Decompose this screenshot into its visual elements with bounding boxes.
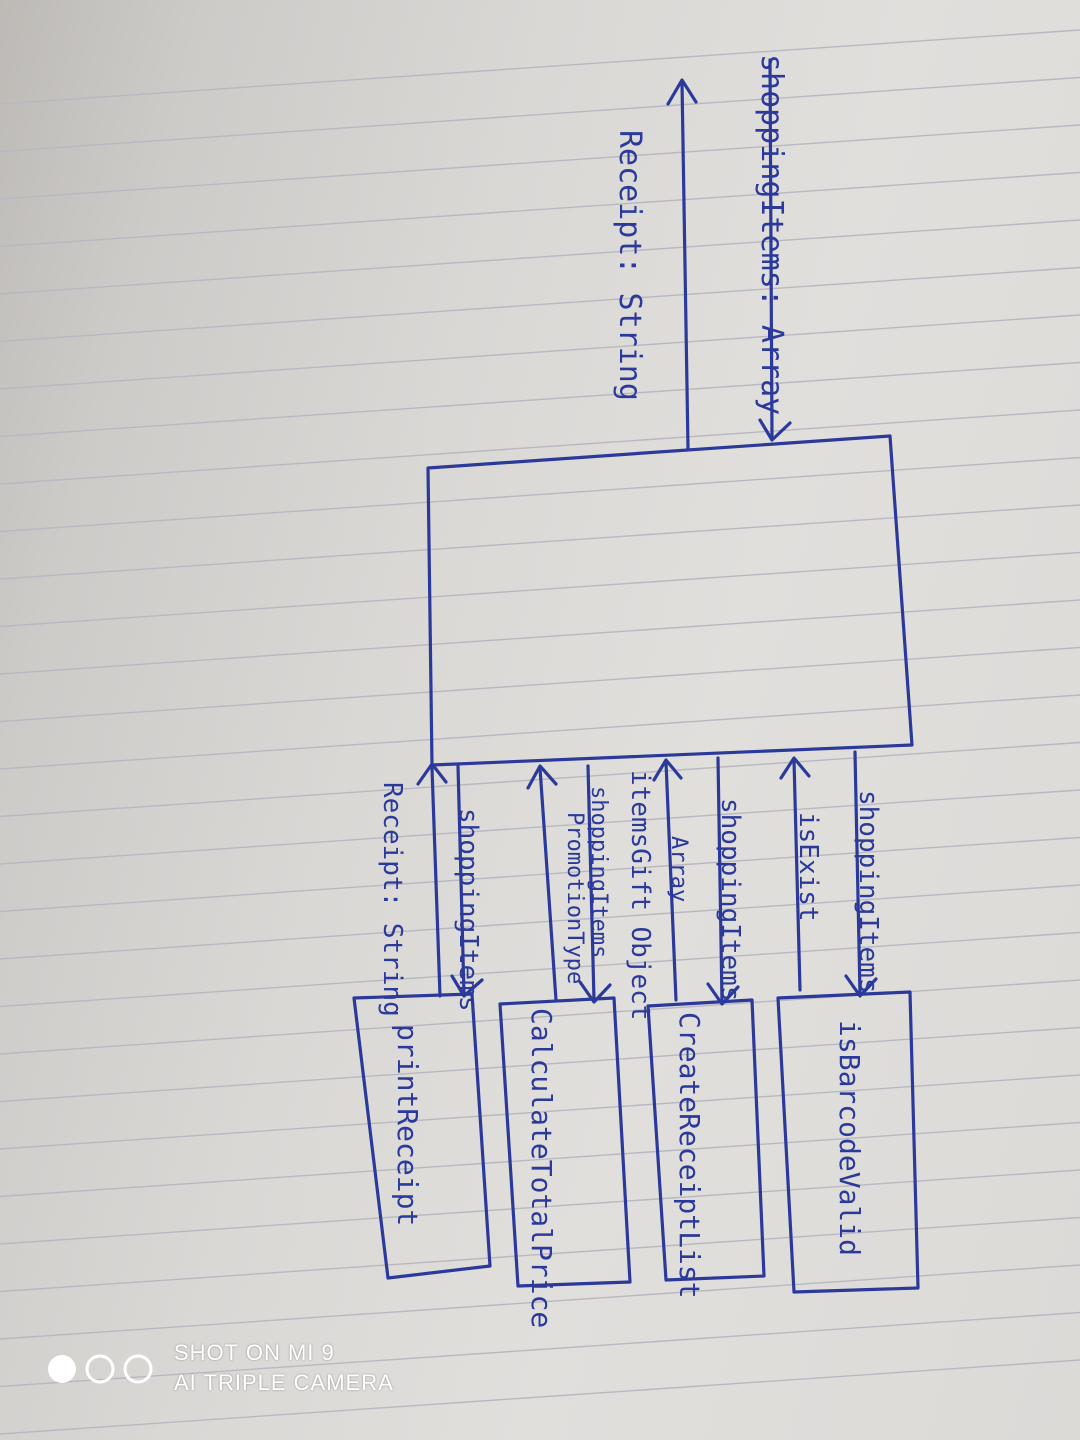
function-1-in-label: shoppingItems — [853, 790, 883, 994]
main-box — [426, 434, 914, 767]
ruled-line — [0, 789, 1080, 865]
input-arrow — [758, 58, 792, 442]
output-arrow — [666, 78, 698, 450]
function-2-in-label: shoppingItems — [715, 798, 745, 1002]
ruled-line — [0, 1216, 1080, 1293]
ruled-line — [0, 1169, 1080, 1245]
watermark-line-2: AI TRIPLE CAMERA — [174, 1370, 394, 1395]
ruled-line — [0, 314, 1080, 390]
ruled-line — [0, 884, 1080, 960]
function-4-in-label: shoppingItems — [453, 808, 483, 1012]
ruled-line — [0, 29, 1080, 105]
function-2-out-label: itemsGift Object — [625, 770, 655, 1020]
watermark-line-1: SHOT ON MI 9 — [174, 1340, 335, 1365]
ruled-line — [0, 1359, 1080, 1435]
ruled-line — [0, 1121, 1080, 1198]
ruled-line — [0, 599, 1080, 675]
ruled-line — [0, 409, 1080, 485]
ruled-line — [0, 76, 1080, 153]
function-2-name: CreateReceiptList — [673, 1012, 706, 1299]
output-label: Receipt: String — [612, 130, 647, 401]
ruled-line — [0, 1074, 1080, 1150]
ruled-line — [0, 361, 1080, 438]
function-2-extra-label: Array — [666, 836, 691, 902]
function-box-calculate-total-price — [498, 764, 632, 1288]
ruled-line — [0, 694, 1080, 770]
camera-dots-icon — [48, 1354, 153, 1384]
function-box-is-barcode-valid — [776, 750, 920, 1294]
function-3-in-label-2: PromotionType — [562, 812, 587, 984]
function-4-out-label: Receipt: String — [377, 782, 407, 1017]
function-1-out-label: isExist — [793, 812, 823, 922]
function-3-name: CalculateTotalPrice — [525, 1008, 558, 1328]
function-3-in-label: shoppingItems — [586, 786, 611, 958]
ruled-line — [0, 266, 1080, 343]
ruled-line — [0, 646, 1080, 723]
function-4-name: printReceipt — [391, 1024, 424, 1226]
ruled-line — [0, 124, 1080, 200]
function-box-create-receipt-list — [646, 756, 766, 1282]
ruled-line — [0, 1264, 1080, 1340]
ruled-line — [0, 1311, 1080, 1388]
ruled-line — [0, 171, 1080, 248]
function-1-name: isBarcodeValid — [833, 1020, 866, 1256]
function-box-print-receipt — [352, 762, 492, 1280]
input-label: shoppingItems: Array — [754, 54, 789, 415]
ruled-line — [0, 219, 1080, 295]
ruled-line — [0, 456, 1080, 533]
ruled-line — [0, 504, 1080, 580]
ruled-line — [0, 931, 1080, 1008]
ruled-line — [0, 836, 1080, 913]
camera-watermark: SHOT ON MI 9 AI TRIPLE CAMERA — [46, 1338, 406, 1402]
ruled-line — [0, 1026, 1080, 1103]
